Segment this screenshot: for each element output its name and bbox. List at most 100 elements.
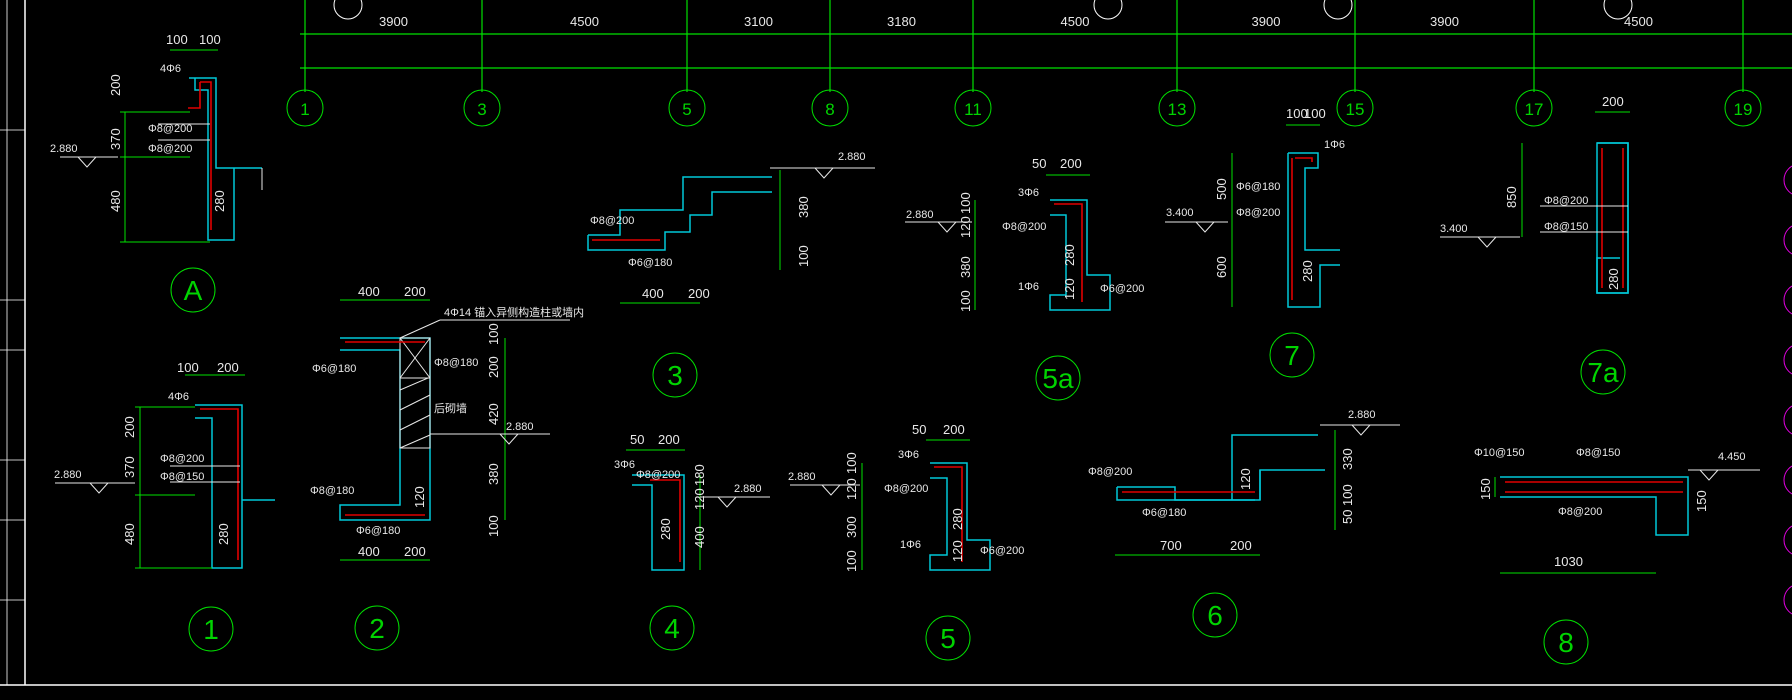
grid-bubble: [954, 89, 992, 127]
dim-2-9: 100: [486, 515, 501, 537]
dim-1-1: 100: [177, 360, 199, 375]
section-8: 1030 150 150 Φ10@150 Φ8@150 Φ8@200 4.450…: [1474, 447, 1760, 665]
dim-6-5: 100: [1340, 484, 1355, 506]
axis-span-dim: 4500: [1624, 14, 1653, 29]
dim-4-3: 180: [692, 464, 707, 486]
dim-a-2: 100: [199, 32, 221, 47]
elev-7: 3.400: [1166, 207, 1194, 219]
note-2-5: Φ6@180: [356, 525, 400, 537]
dim-3-1: 400: [642, 286, 664, 301]
dim-1-6: 280: [216, 523, 231, 545]
grid-label: 11: [964, 100, 982, 119]
note-2-4: Φ8@180: [310, 485, 354, 497]
elev-6: 2.880: [1348, 409, 1376, 421]
note-8-1: Φ10@150: [1474, 447, 1525, 459]
dim-5-2: 200: [943, 422, 965, 437]
dim-2-4: 200: [404, 544, 426, 559]
section-label-6: 6: [1207, 600, 1223, 631]
grid-bubble: [668, 89, 706, 127]
note-5-4: Φ6@200: [980, 545, 1024, 557]
dim-4-4: 120: [692, 488, 707, 510]
grid-label: 15: [1346, 100, 1365, 119]
dim-6-3: 120: [1238, 468, 1253, 490]
note-5-2: Φ8@200: [884, 483, 928, 495]
dim-2-6: 200: [486, 356, 501, 378]
grid-label: 1: [300, 100, 309, 119]
dim-7-5: 280: [1300, 260, 1315, 282]
note-7a-2: Φ8@150: [1544, 221, 1588, 233]
dim-8-2: 1030: [1554, 554, 1583, 569]
section-7: 100 100 500 600 280 1Φ6 Φ6@180 Φ8@200 3.…: [1165, 106, 1345, 378]
section-label-5a: 5a: [1042, 363, 1074, 394]
note-3-2: Φ6@180: [628, 257, 672, 269]
dim-7-3: 500: [1214, 178, 1229, 200]
dim-4-1: 50: [630, 432, 644, 447]
note-6-1: Φ8@200: [1088, 466, 1132, 478]
dim-5-7: 280: [950, 508, 965, 530]
note-2-1: 4Φ14 锚入异侧构造柱或墙内: [444, 305, 584, 319]
axis-span-dim: 4500: [570, 14, 599, 29]
dim-5-5: 300: [844, 516, 859, 538]
section-6: 700 200 120 330 100 50 Φ8@200 Φ6@180 2.8…: [1088, 409, 1400, 638]
section-label-7a: 7a: [1587, 357, 1619, 388]
dim-6-4: 330: [1340, 448, 1355, 470]
dim-3-2: 200: [688, 286, 710, 301]
section-3: 400 200 380 100 Φ8@200 Φ6@180 2.880 3: [587, 151, 875, 398]
note-6-2: Φ6@180: [1142, 507, 1186, 519]
elev-8: 4.450: [1718, 451, 1746, 463]
grid-bubble: [1515, 89, 1553, 127]
note-5a-2: Φ8@200: [1002, 221, 1046, 233]
dim-1-5: 480: [122, 523, 137, 545]
section-label-4: 4: [664, 613, 680, 644]
note-2-2: Φ6@180: [312, 363, 356, 375]
axis-span-dim: 3900: [1430, 14, 1459, 29]
note-5a-4: Φ6@200: [1100, 283, 1144, 295]
grid-bubble: [286, 89, 324, 127]
grid-bubble: [1724, 89, 1762, 127]
dim-6-1: 700: [1160, 538, 1182, 553]
dim-2-7: 420: [486, 403, 501, 425]
dim-5-8: 120: [950, 540, 965, 562]
dim-5a-4: 120: [958, 216, 973, 238]
dim-7-2: 100: [1304, 106, 1326, 121]
dim-7-4: 600: [1214, 256, 1229, 278]
note-7-1: 1Φ6: [1324, 139, 1345, 151]
note-7-3: Φ8@200: [1236, 207, 1280, 219]
dim-5-6: 100: [844, 550, 859, 572]
section-5: 50 200 100 120 300 100 280 120 3Φ6 Φ8@20…: [788, 422, 1024, 661]
section-label-3: 3: [667, 360, 683, 391]
grid-label: 13: [1168, 100, 1187, 119]
dim-1-4: 370: [122, 456, 137, 478]
note-7-2: Φ6@180: [1236, 181, 1280, 193]
note-1-1: 4Φ6: [168, 391, 189, 403]
elev-5a: 2.880: [906, 209, 934, 221]
section-label-1: 1: [203, 614, 219, 645]
elev-4: 2.880: [734, 483, 762, 495]
dim-3-4: 100: [796, 245, 811, 267]
section-A: 100 100 200 370 480 280 4Φ6 Φ8@200 Φ8@20…: [50, 32, 263, 313]
note-8-3: Φ8@200: [1558, 506, 1602, 518]
dim-5a-1: 50: [1032, 156, 1046, 171]
axis-span-dim: 4500: [1061, 14, 1090, 29]
dim-6-6: 50: [1340, 510, 1355, 524]
note-7a-1: Φ8@200: [1544, 195, 1588, 207]
dim-2-1: 400: [358, 284, 380, 299]
section-label-5: 5: [940, 623, 956, 654]
section-label-A: A: [184, 275, 203, 306]
axis-span-dim: 3180: [887, 14, 916, 29]
dim-7a-3: 280: [1606, 268, 1621, 290]
note-8-2: Φ8@150: [1576, 447, 1620, 459]
dim-a-1: 100: [166, 32, 188, 47]
section-2: 400 200 400 200 100 200 420 380 100 120 …: [310, 284, 584, 651]
dim-a-5: 480: [108, 190, 123, 212]
note-1-3: Φ8@150: [160, 471, 204, 483]
dim-5a-6: 100: [958, 290, 973, 312]
dim-8-3: 150: [1694, 490, 1709, 512]
dim-7a-1: 200: [1602, 94, 1624, 109]
grid-bubble: [1158, 89, 1196, 127]
dim-7-1: 100: [1286, 106, 1308, 121]
dim-2-3: 400: [358, 544, 380, 559]
